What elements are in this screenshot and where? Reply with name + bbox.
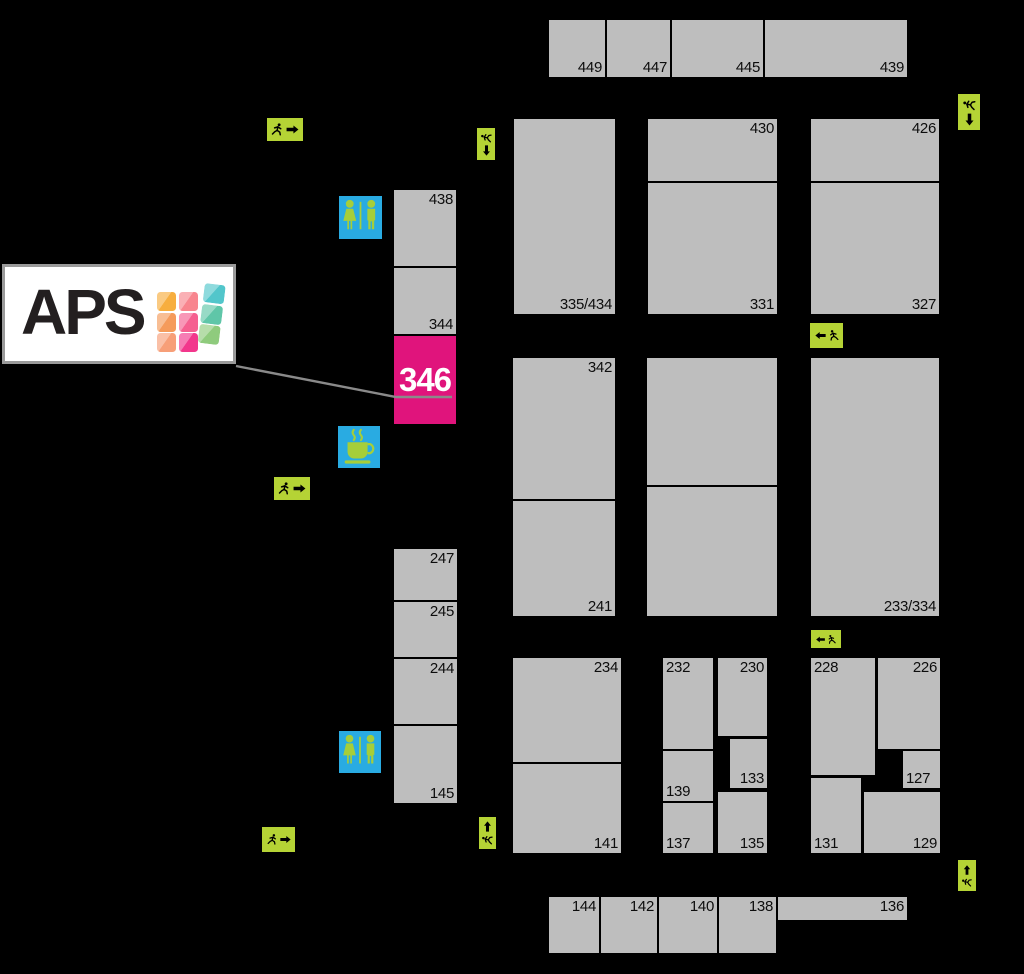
booth-247: 247 — [394, 549, 457, 600]
booth-226: 226 — [878, 658, 940, 749]
booth-140: 140 — [659, 897, 717, 953]
logo-tile — [179, 333, 198, 353]
booth-141: 141 — [513, 764, 621, 853]
booth-label: 142 — [629, 898, 654, 915]
booth-228: 228 — [811, 658, 875, 775]
booth-label: 327 — [911, 296, 936, 313]
booth-label: 426 — [911, 120, 936, 137]
booth-label: 138 — [748, 898, 773, 915]
booth-label: 245 — [429, 603, 454, 620]
booth-430: 430 — [648, 119, 777, 181]
booth-label: 131 — [814, 835, 839, 852]
logo-tile — [157, 292, 176, 311]
booth-439: 439 — [765, 20, 907, 77]
exit-sign-h-left-icon — [810, 323, 843, 348]
logo-tile — [197, 324, 221, 346]
booth-244: 244 — [394, 659, 457, 724]
aps-logo-text: APS — [21, 276, 147, 349]
logo-tile — [202, 283, 226, 305]
booth-label: 331 — [749, 296, 774, 313]
booth-133: 133 — [730, 739, 767, 788]
booth-label: 136 — [879, 898, 904, 915]
booth-label: 139 — [666, 783, 691, 800]
booth-label: 145 — [429, 785, 454, 802]
booth-label: 228 — [814, 659, 839, 676]
booth-331: 331 — [648, 183, 777, 314]
restroom-icon — [339, 196, 382, 239]
booth-234: 234 — [513, 658, 621, 762]
booth-447: 447 — [607, 20, 670, 77]
booth-unlabeled — [647, 358, 777, 485]
booth-label: 135 — [739, 835, 764, 852]
logo-tile — [157, 312, 176, 332]
booth-241: 241 — [513, 501, 615, 616]
coffee-icon — [338, 426, 380, 468]
exit-sign-v-down-icon — [958, 94, 980, 130]
booth-label: 232 — [666, 659, 691, 676]
booth-344: 344 — [394, 268, 456, 334]
booth-327: 327 — [811, 183, 939, 314]
booth-label: 445 — [735, 59, 760, 76]
booth-label: 430 — [749, 120, 774, 137]
exit-sign-h-right-icon — [262, 827, 295, 852]
booth-label: 230 — [739, 659, 764, 676]
booth-342: 342 — [513, 358, 615, 499]
booth-label: 244 — [429, 660, 454, 677]
exit-sign-h-right-icon — [274, 477, 310, 500]
booth-144: 144 — [549, 897, 599, 953]
booth-label: 234 — [593, 659, 618, 676]
booth-label: 144 — [571, 898, 596, 915]
exit-sign-v-up-icon — [958, 860, 976, 891]
booth-137: 137 — [663, 803, 713, 853]
aps-logo-box: APS — [2, 264, 236, 364]
exit-sign-h-right-icon — [267, 118, 303, 141]
logo-tile — [179, 312, 198, 332]
booth-label: 438 — [428, 191, 453, 208]
booth-label: 439 — [879, 59, 904, 76]
booth-426: 426 — [811, 119, 939, 181]
booth-230: 230 — [718, 658, 767, 736]
booth-label: 140 — [689, 898, 714, 915]
booth-135: 135 — [718, 792, 767, 853]
exit-sign-v-up-icon — [479, 817, 496, 849]
booth-label: 335/434 — [559, 296, 612, 313]
booth-label: 344 — [428, 316, 453, 333]
booth-131: 131 — [811, 778, 861, 853]
booth-445: 445 — [672, 20, 763, 77]
booth-438: 438 — [394, 190, 456, 266]
aps-logo-tilted-tiles — [195, 283, 226, 365]
booth-335-434: 335/434 — [514, 119, 615, 314]
booth-245: 245 — [394, 602, 457, 657]
booth-145: 145 — [394, 726, 457, 803]
booth-138: 138 — [719, 897, 776, 953]
booth-129: 129 — [864, 792, 940, 853]
logo-tile — [157, 333, 176, 353]
booth-136: 136 — [778, 897, 907, 920]
booth-label: 247 — [429, 550, 454, 567]
booth-142: 142 — [601, 897, 657, 953]
restroom-icon — [339, 731, 381, 773]
booth-139: 139 — [663, 751, 713, 801]
logo-tile — [200, 303, 224, 325]
booth-232: 232 — [663, 658, 713, 749]
booth-label: 127 — [906, 770, 931, 787]
booth-label: 449 — [577, 59, 602, 76]
booth-label: 447 — [642, 59, 667, 76]
booth-label: 133 — [739, 770, 764, 787]
booth-unlabeled — [647, 487, 777, 616]
booth-127: 127 — [903, 751, 940, 788]
logo-tile — [179, 292, 198, 311]
booth-label: 342 — [587, 359, 612, 376]
booth-label: 241 — [587, 598, 612, 615]
exit-sign-v-down-icon — [477, 128, 495, 160]
exit-sign-h-left-icon — [811, 630, 841, 648]
booth-label: 226 — [912, 659, 937, 676]
booth-449: 449 — [549, 20, 605, 77]
booth-label: 137 — [666, 835, 691, 852]
booth-233-334: 233/334 — [811, 358, 939, 616]
booth-label: 129 — [912, 835, 937, 852]
booth-label: 141 — [593, 835, 618, 852]
booth-label: 233/334 — [883, 598, 936, 615]
